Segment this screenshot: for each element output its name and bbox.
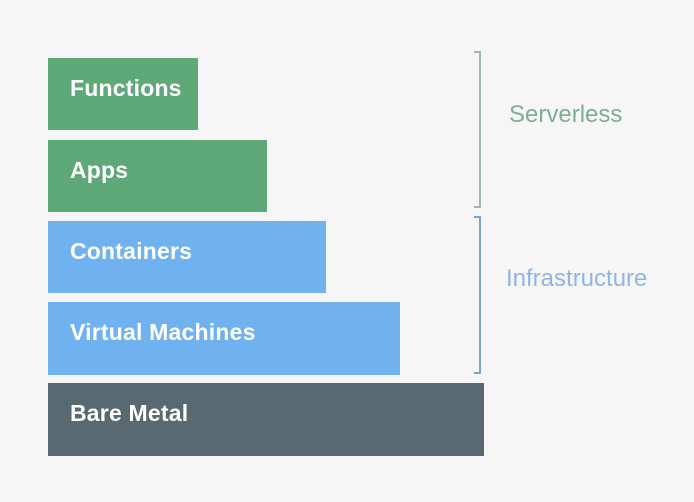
serverless-label: Serverless (509, 101, 623, 128)
infrastructure-label: Infrastructure (506, 265, 648, 292)
bar-functions: Functions (48, 58, 198, 130)
bar-bare-metal: Bare Metal (48, 383, 484, 456)
bar-apps-label: Apps (70, 156, 129, 183)
infrastructure-bracket (474, 216, 481, 374)
serverless-bracket (474, 51, 481, 208)
bar-containers: Containers (48, 221, 326, 293)
bar-containers-label: Containers (70, 237, 193, 264)
bar-functions-label: Functions (70, 74, 182, 101)
bar-apps: Apps (48, 140, 267, 212)
bar-bare-metal-label: Bare Metal (70, 400, 189, 426)
bar-virtual-machines-label: Virtual Machines (70, 319, 256, 345)
bar-virtual-machines: Virtual Machines (48, 302, 400, 375)
